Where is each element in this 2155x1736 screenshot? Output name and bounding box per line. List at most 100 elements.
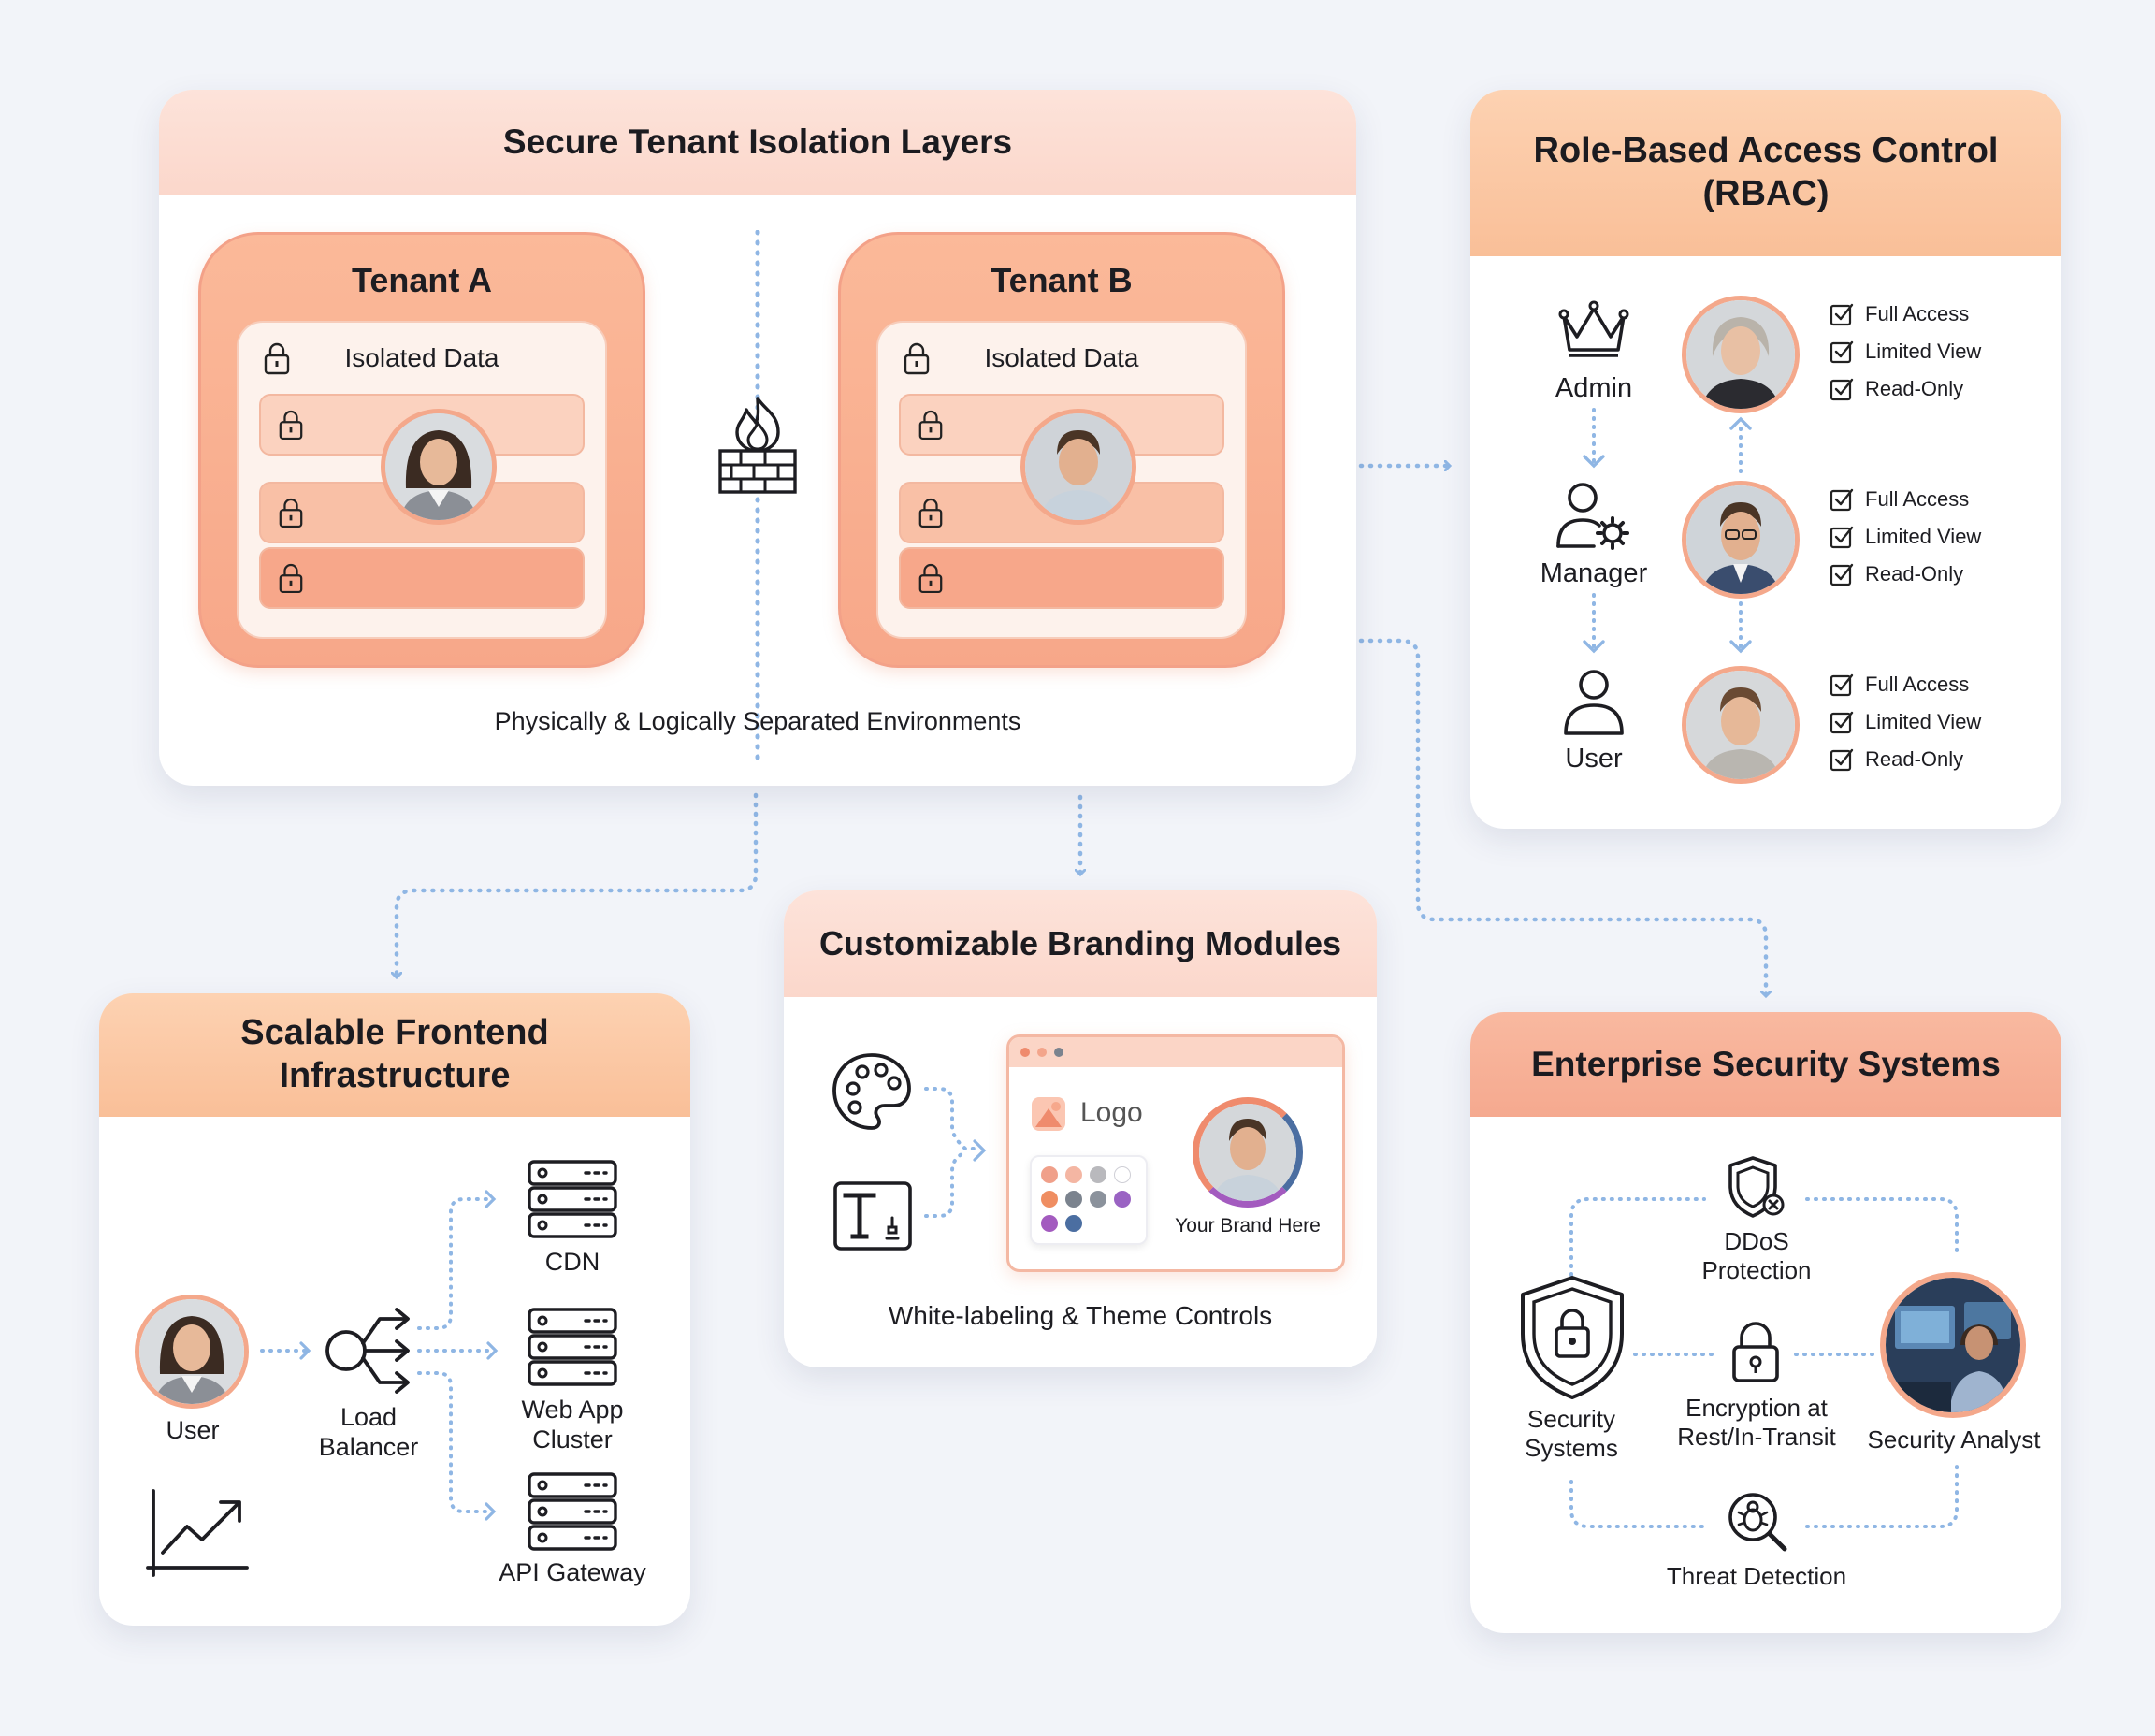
firewall-icon — [718, 397, 797, 494]
permission-item: Full Access — [1830, 296, 1981, 333]
color-swatch[interactable] — [1065, 1166, 1082, 1183]
checkbox-checked-icon — [1830, 563, 1854, 586]
crown-icon — [1558, 300, 1629, 357]
security-loop-lines — [1569, 1197, 1959, 1528]
permission-label: Full Access — [1865, 302, 1970, 326]
color-swatch[interactable] — [1090, 1166, 1106, 1183]
security-systems-label: Security Systems — [1525, 1405, 1618, 1462]
connector-isolation-to-frontend — [397, 792, 759, 980]
security-card: Enterprise Security Systems DDoS Protect… — [1470, 1012, 2061, 1633]
branding-caption: White-labeling & Theme Controls — [888, 1301, 1273, 1330]
permission-item: Limited View — [1830, 703, 1981, 741]
frontend-user-avatar — [135, 1295, 249, 1409]
web-app-server-icon — [528, 1308, 617, 1386]
permission-item: Full Access — [1830, 666, 1981, 703]
manager-avatar — [1682, 481, 1800, 599]
tenant-a-panel: Tenant A Isolated Data — [198, 232, 645, 668]
checkbox-checked-icon — [1830, 303, 1854, 326]
tenant-b-panel: Tenant B Isolated Data — [838, 232, 1285, 668]
lock-icon — [918, 410, 943, 441]
tenant-a-title: Tenant A — [352, 261, 492, 299]
tenant-b-title: Tenant B — [991, 261, 1133, 299]
color-swatch[interactable] — [1065, 1191, 1082, 1208]
permission-item: Limited View — [1830, 333, 1981, 370]
checkbox-checked-icon — [1830, 340, 1854, 364]
security-title: Enterprise Security Systems — [1470, 1012, 2061, 1117]
api-gateway-server-icon — [528, 1472, 617, 1551]
window-titlebar — [1009, 1037, 1342, 1067]
role-manager-label: Manager — [1540, 558, 1648, 588]
lock-icon — [904, 342, 930, 375]
branding-flow-lines — [924, 1087, 987, 1218]
checkbox-checked-icon — [1830, 526, 1854, 549]
encryption-label: Encryption at Rest/In-Transit — [1677, 1394, 1836, 1451]
frontend-title: Scalable Frontend Infrastructure — [99, 993, 690, 1117]
color-swatch[interactable] — [1041, 1191, 1058, 1208]
logo-label: Logo — [1080, 1097, 1143, 1128]
ddos-label: DDoS Protection — [1701, 1227, 1812, 1284]
brand-label: Your Brand Here — [1175, 1215, 1321, 1237]
admin-permissions: Full Access Limited View Read-Only — [1830, 296, 1981, 408]
frontend-card: Scalable Frontend Infrastructure User Lo… — [99, 993, 690, 1626]
encryption-lock-icon — [1732, 1322, 1779, 1382]
load-balancer-label: Load Balancer — [318, 1403, 419, 1461]
permission-label: Read-Only — [1865, 377, 1964, 400]
role-hierarchy-arrows — [1583, 408, 1752, 654]
permission-label: Read-Only — [1865, 562, 1964, 586]
color-swatch[interactable] — [1041, 1166, 1058, 1183]
lock-icon — [918, 498, 943, 528]
web-app-label: Web App Cluster — [521, 1396, 624, 1454]
isolated-data-label: Isolated Data — [344, 343, 499, 372]
permission-label: Limited View — [1865, 340, 1982, 363]
security-analyst-label: Security Analyst — [1867, 1425, 2041, 1454]
tenant-isolation-card: Secure Tenant Isolation Layers Tenant A … — [159, 90, 1356, 786]
tenant-isolation-title: Secure Tenant Isolation Layers — [159, 90, 1356, 195]
lock-icon — [279, 410, 303, 441]
rbac-card: Role-Based Access Control (RBAC) Admin M… — [1470, 90, 2061, 829]
permission-label: Read-Only — [1865, 747, 1964, 771]
color-swatch[interactable] — [1065, 1215, 1082, 1232]
tenant-a-isolated-data: Isolated Data — [237, 321, 607, 639]
role-user-label: User — [1565, 744, 1623, 774]
permission-item: Full Access — [1830, 481, 1981, 518]
tenant-a-avatar — [381, 409, 497, 525]
permission-label: Full Access — [1865, 673, 1970, 696]
color-swatch[interactable] — [1114, 1191, 1131, 1208]
data-layer — [259, 547, 585, 609]
typography-icon — [833, 1181, 912, 1251]
permission-label: Full Access — [1865, 487, 1970, 511]
manager-permissions: Full Access Limited View Read-Only — [1830, 481, 1981, 593]
logo-mark-icon — [1032, 1097, 1065, 1131]
window-dot — [1054, 1048, 1063, 1057]
color-swatch-panel — [1030, 1155, 1148, 1245]
cdn-label: CDN — [544, 1248, 600, 1276]
threat-detection-icon — [1728, 1493, 1787, 1552]
isolated-data-label: Isolated Data — [984, 343, 1139, 372]
permission-item: Read-Only — [1830, 556, 1981, 593]
window-dot — [1020, 1048, 1030, 1057]
color-swatch[interactable] — [1041, 1215, 1058, 1232]
permission-label: Limited View — [1865, 710, 1982, 733]
checkbox-checked-icon — [1830, 488, 1854, 512]
palette-icon — [832, 1053, 911, 1130]
role-admin-label: Admin — [1555, 373, 1633, 403]
admin-avatar — [1682, 296, 1800, 413]
ddos-shield-icon — [1728, 1156, 1785, 1218]
frontend-user-label: User — [166, 1416, 220, 1444]
cdn-server-icon — [528, 1160, 617, 1238]
user-avatar — [1682, 666, 1800, 784]
lock-icon — [279, 498, 303, 528]
user-icon — [1564, 670, 1624, 735]
window-dot — [1037, 1048, 1047, 1057]
checkbox-checked-icon — [1830, 748, 1854, 772]
lock-icon — [918, 563, 943, 594]
growth-chart-icon — [146, 1489, 249, 1577]
load-balancer-icon — [325, 1308, 410, 1394]
tenant-isolation-caption: Physically & Logically Separated Environ… — [494, 707, 1021, 735]
color-swatch[interactable] — [1090, 1191, 1106, 1208]
checkbox-checked-icon — [1830, 673, 1854, 697]
tenant-b-avatar — [1020, 409, 1136, 525]
color-swatch[interactable] — [1114, 1166, 1131, 1183]
branding-card: Customizable Branding Modules Logo Your … — [784, 890, 1377, 1367]
brand-avatar — [1193, 1097, 1303, 1208]
